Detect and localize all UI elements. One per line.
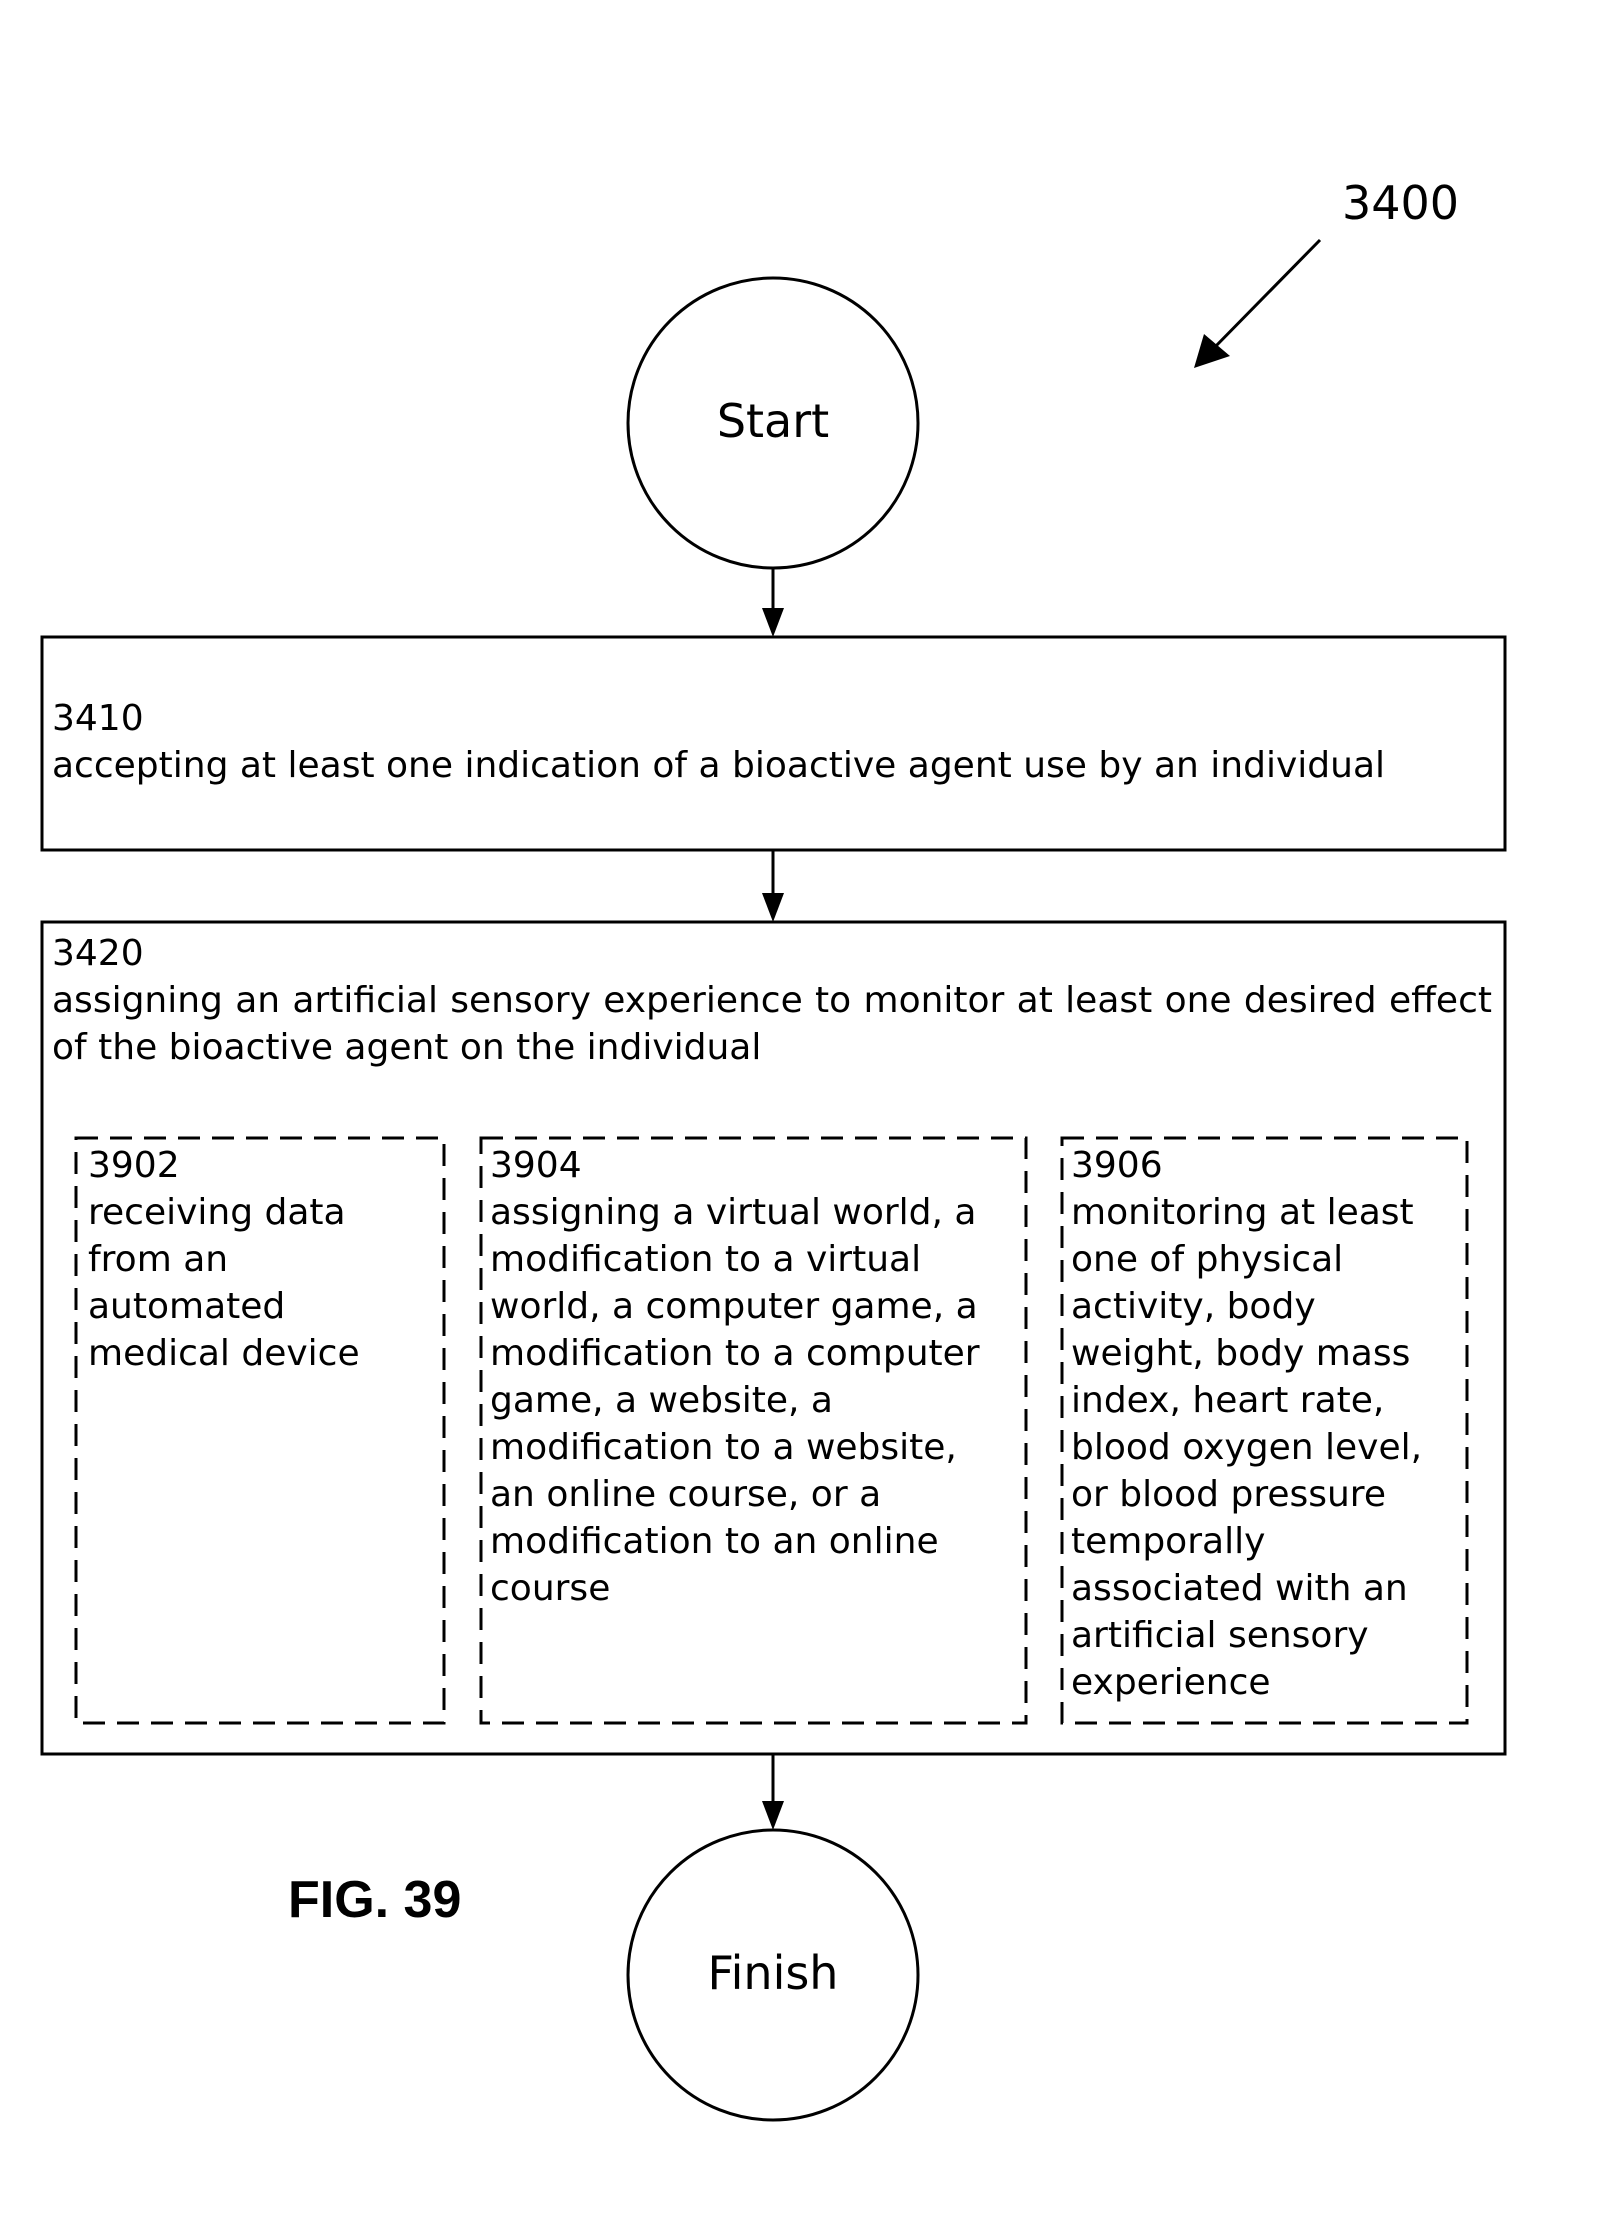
start-label: Start <box>628 394 918 448</box>
substep-3904-text: 3904 assigning a virtual world, a modifi… <box>490 1142 1010 1612</box>
substep-3902-description: receiving data from an automated medical… <box>88 1189 428 1377</box>
substep-3906-text: 3906 monitoring at least one of physical… <box>1071 1142 1456 1706</box>
substep-3904-description: assigning a virtual world, a modificatio… <box>490 1189 1010 1612</box>
step-3420-id: 3420 <box>52 930 1492 977</box>
substep-3902-text: 3902 receiving data from an automated me… <box>88 1142 428 1377</box>
step-3410-description: accepting at least one indication of a b… <box>52 742 1492 789</box>
arrow-start-to-3410-head <box>762 608 784 637</box>
step-3420-text: 3420 assigning an artificial sensory exp… <box>52 930 1492 1071</box>
finish-label: Finish <box>628 1946 918 2000</box>
substep-3906-description: monitoring at least one of physical acti… <box>1071 1189 1456 1706</box>
arrow-3420-to-finish-head <box>762 1801 784 1830</box>
step-3410-id: 3410 <box>52 695 1492 742</box>
substep-3902-id: 3902 <box>88 1142 428 1189</box>
arrow-3410-to-3420-head <box>762 893 784 922</box>
substep-3904-id: 3904 <box>490 1142 1010 1189</box>
step-3410-text: 3410 accepting at least one indication o… <box>52 695 1492 789</box>
substep-3906-id: 3906 <box>1071 1142 1456 1189</box>
reference-arrow-line <box>1212 240 1320 350</box>
step-3420-description: assigning an artificial sensory experien… <box>52 977 1492 1071</box>
figure-reference-number: 3400 <box>1342 180 1459 226</box>
figure-caption: FIG. 39 <box>288 1870 461 1930</box>
